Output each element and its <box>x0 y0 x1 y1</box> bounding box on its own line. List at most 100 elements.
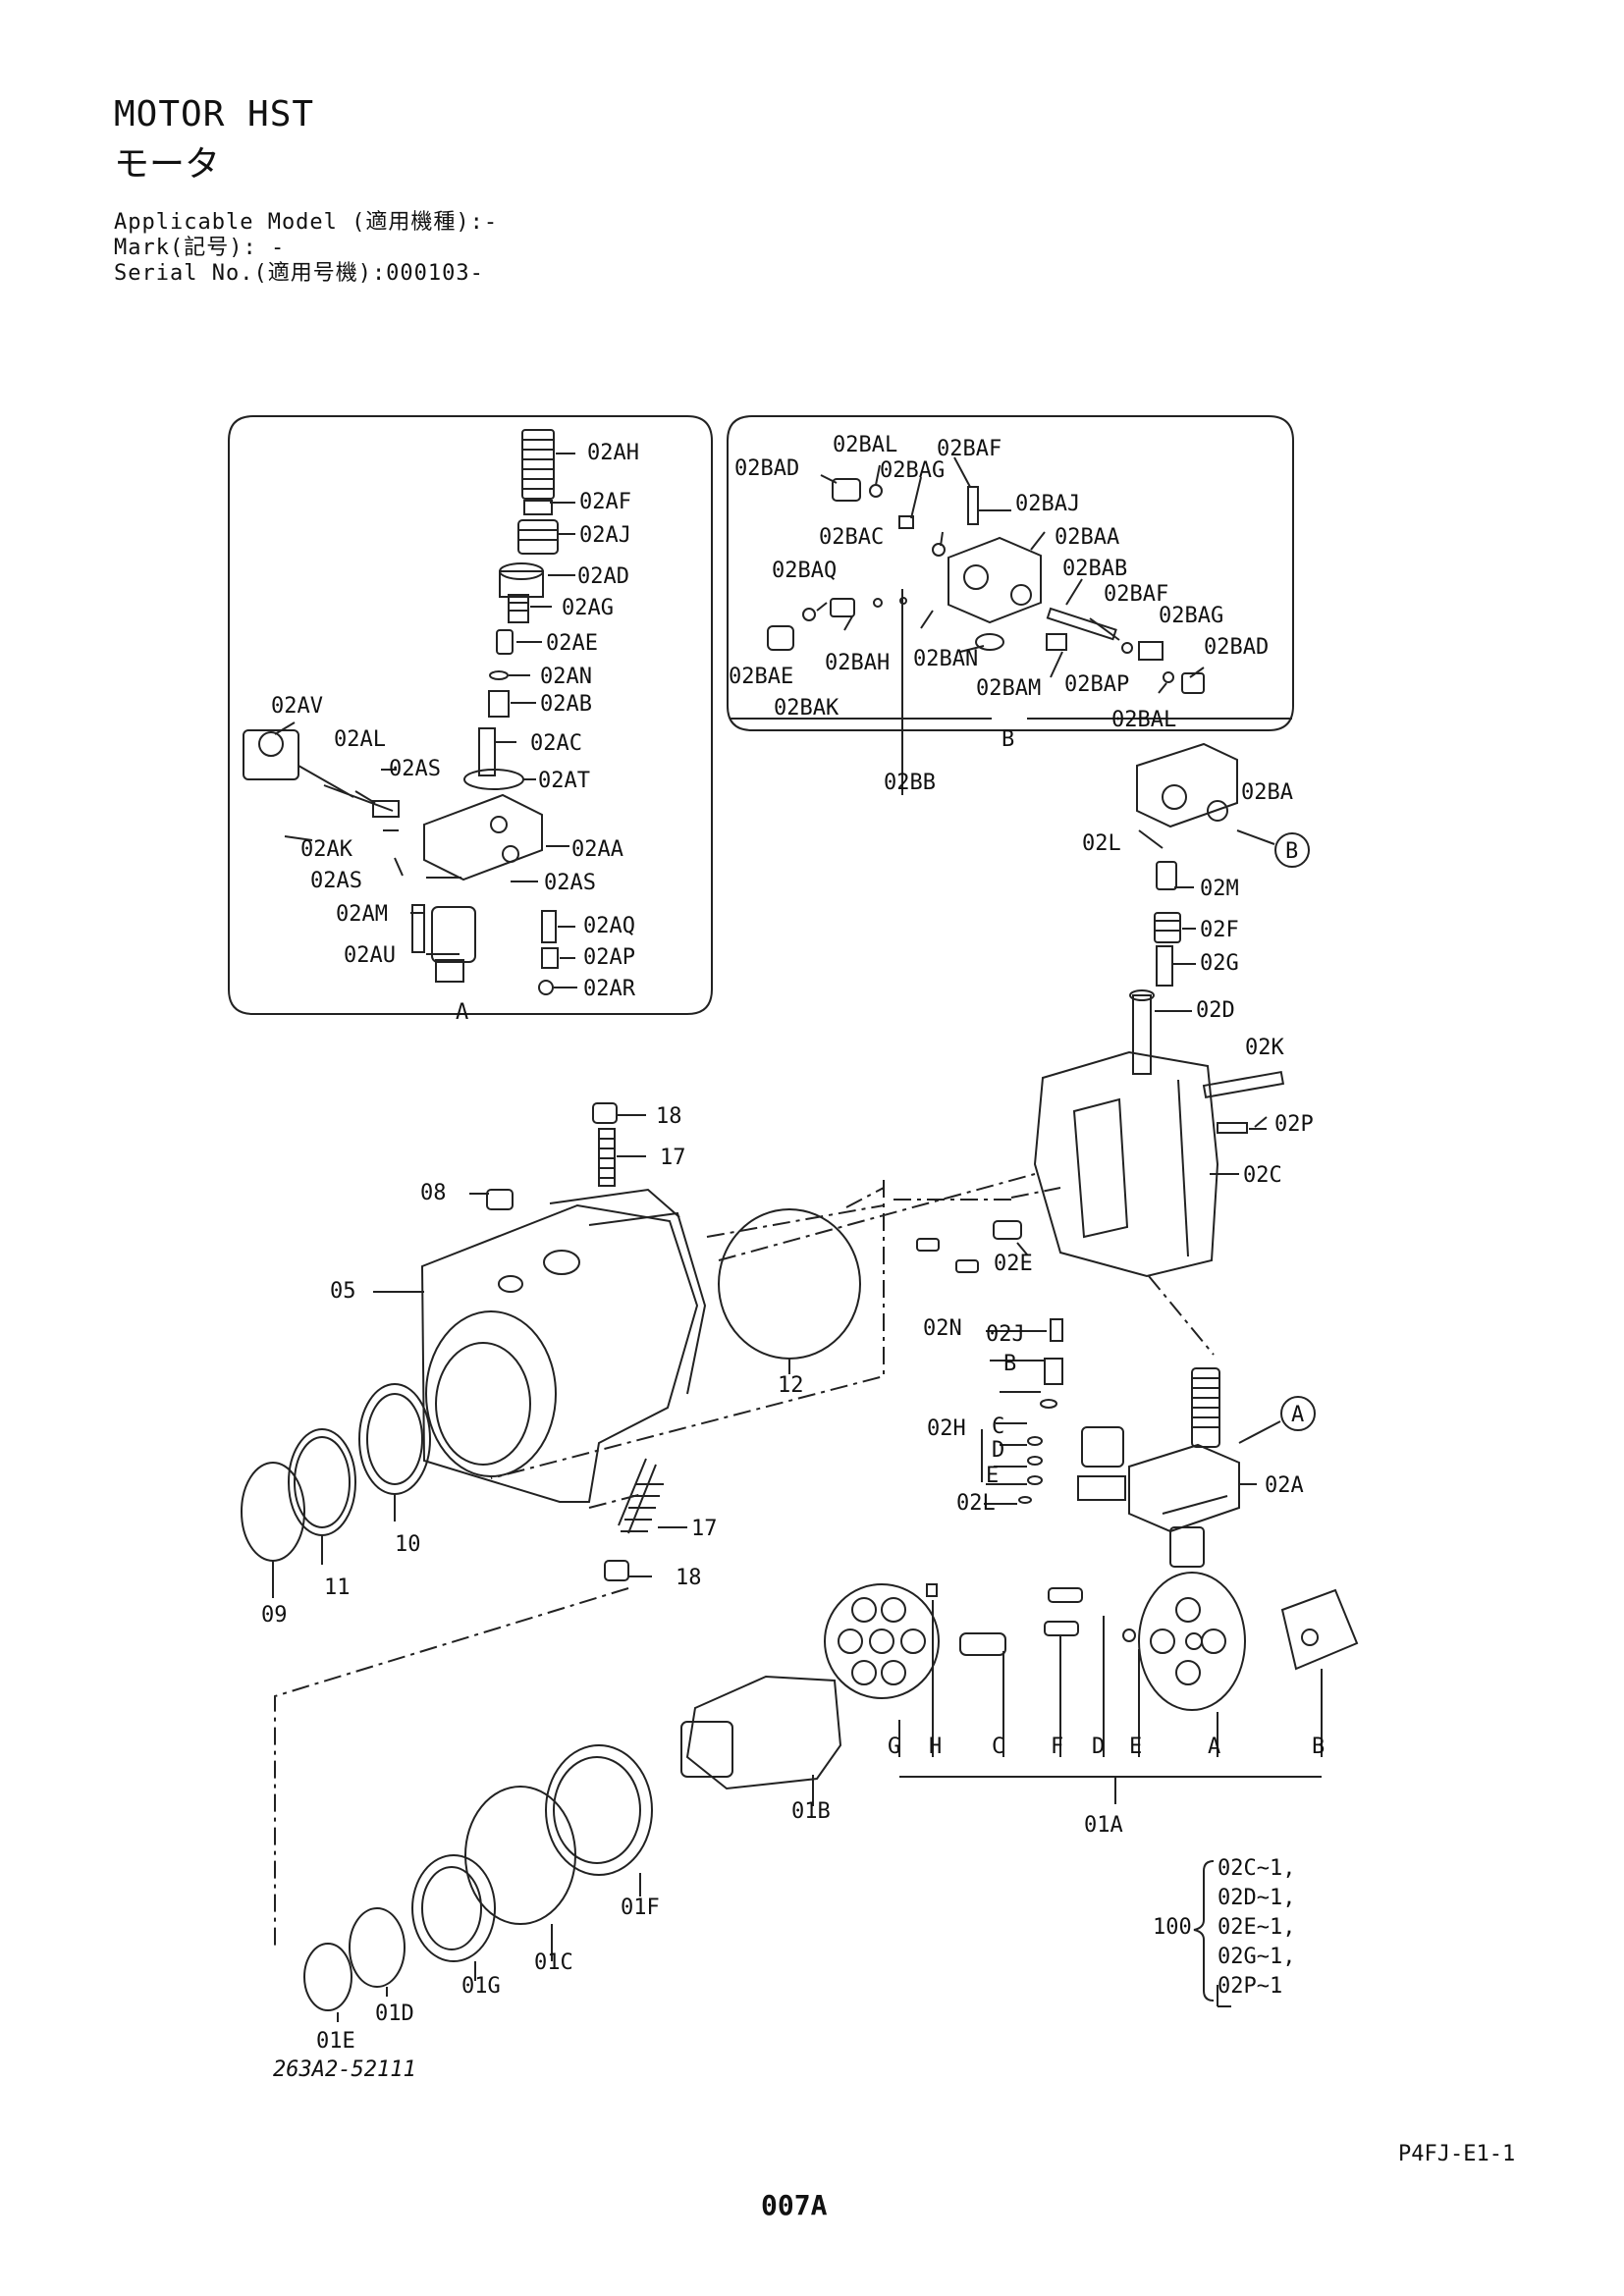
label-01B: 01B <box>791 1799 831 1824</box>
main-assembly-control-valve <box>1018 1318 1240 1568</box>
mark: Mark(記号): - <box>114 236 286 260</box>
label-02A: 02A <box>1265 1473 1304 1498</box>
label-01G: 01G <box>461 1974 501 1999</box>
kit-item-02G: 02G~1, <box>1218 1945 1295 1969</box>
detail-a-label: A <box>456 1000 468 1025</box>
label-02AD: 02AD <box>577 564 629 589</box>
main-assembly-housing <box>241 1102 861 1581</box>
label-02H-C: C <box>992 1415 1004 1439</box>
detail-a-parts <box>243 429 559 995</box>
label-02N: 02N <box>923 1316 962 1341</box>
label-17-top: 17 <box>660 1146 686 1170</box>
label-01A-A: A <box>1208 1735 1220 1759</box>
label-02H-E: E <box>986 1464 999 1488</box>
label-02BAG-top: 02BAG <box>880 458 945 483</box>
label-02BAH: 02BAH <box>825 651 890 675</box>
detail-b-parts <box>767 478 1205 694</box>
main-labels: 02BA 02L 02M 02F 02G 02D 02K 02P 02C 02E… <box>261 780 1325 2054</box>
label-08: 08 <box>420 1181 447 1205</box>
label-01A-D: D <box>1092 1735 1105 1759</box>
label-01A-G: G <box>888 1735 900 1759</box>
label-02L-bottom: 02L <box>956 1491 996 1516</box>
label-02BAF-top: 02BAF <box>937 437 1001 461</box>
label-02AC: 02AC <box>530 731 582 756</box>
label-02AQ: 02AQ <box>583 914 635 938</box>
label-02H-D: D <box>992 1438 1004 1463</box>
label-01A-H: H <box>929 1735 942 1759</box>
serial-number: Serial No.(適用号機):000103- <box>114 261 484 286</box>
label-02H-B: B <box>1003 1352 1016 1376</box>
label-02BAF-right: 02BAF <box>1104 582 1168 607</box>
page-number: 007A <box>761 2189 828 2221</box>
label-02AF: 02AF <box>579 490 631 514</box>
label-02AH: 02AH <box>587 441 639 465</box>
applicable-model: Applicable Model (適用機種):- <box>114 210 499 235</box>
detail-b-frame <box>727 415 1294 731</box>
label-02BAL-top: 02BAL <box>833 433 897 457</box>
title-japanese: モータ <box>114 144 221 185</box>
label-02C: 02C <box>1243 1163 1282 1188</box>
label-02BB: 02BB <box>884 771 936 795</box>
kit-item-02C: 02C~1, <box>1218 1856 1295 1881</box>
label-18-top: 18 <box>656 1104 682 1129</box>
label-02AJ: 02AJ <box>579 523 631 548</box>
main-assembly-rotating-group <box>303 1572 1359 2011</box>
kit-item-02P: 02P~1 <box>1218 1974 1282 1999</box>
detail-a-labels: 02AH 02AF 02AJ 02AD 02AG 02AE 02AN 02AB … <box>271 441 639 1025</box>
label-02BAA: 02BAA <box>1055 525 1119 550</box>
label-02H: 02H <box>927 1416 966 1441</box>
label-02F: 02F <box>1200 918 1239 942</box>
label-02AS-right: 02AS <box>544 871 596 895</box>
label-02E: 02E <box>994 1252 1033 1276</box>
label-02BAQ: 02BAQ <box>772 559 837 583</box>
label-01A-E: E <box>1129 1735 1142 1759</box>
label-02BAL-bottom: 02BAL <box>1111 708 1176 732</box>
detail-b-label: B <box>1001 727 1014 752</box>
label-02AK: 02AK <box>300 837 353 862</box>
label-02AL: 02AL <box>334 727 386 752</box>
label-02AU: 02AU <box>344 943 396 968</box>
label-01A-F: F <box>1051 1735 1063 1759</box>
detail-a-frame <box>228 415 713 1015</box>
detail-b-labels: 02BAL 02BAF 02BAD 02BAG 02BAJ 02BAC 02BA… <box>729 433 1269 795</box>
main-assembly-upper <box>916 742 1285 1278</box>
label-10: 10 <box>395 1532 421 1557</box>
label-02AB: 02AB <box>540 692 592 717</box>
label-02AE: 02AE <box>546 631 598 656</box>
drawing-number: 263A2-52111 <box>273 2057 416 2082</box>
label-01A-C: C <box>992 1735 1004 1759</box>
label-02G: 02G <box>1200 951 1239 976</box>
label-01A-B: B <box>1312 1735 1325 1759</box>
title-english: MOTOR HST <box>114 94 315 134</box>
label-05: 05 <box>330 1279 356 1304</box>
label-02BAN: 02BAN <box>913 647 978 671</box>
label-02BAK: 02BAK <box>774 696 839 721</box>
label-01A: 01A <box>1084 1813 1123 1838</box>
callout-a: A <box>1291 1403 1304 1427</box>
label-01E: 01E <box>316 2029 355 2054</box>
label-01D: 01D <box>375 2002 414 2026</box>
label-01F: 01F <box>621 1896 660 1920</box>
label-02L-top: 02L <box>1082 831 1121 856</box>
label-02D: 02D <box>1196 998 1235 1023</box>
label-02K: 02K <box>1245 1036 1284 1060</box>
kit-item-02D: 02D~1, <box>1218 1886 1295 1910</box>
label-02AM: 02AM <box>336 902 388 927</box>
label-02AR: 02AR <box>583 977 636 1001</box>
label-11: 11 <box>324 1575 351 1600</box>
label-18-bottom: 18 <box>676 1566 702 1590</box>
label-02BAD-left: 02BAD <box>734 456 799 481</box>
label-02AA: 02AA <box>571 837 623 862</box>
label-02AS-left: 02AS <box>310 869 362 893</box>
label-17-bottom: 17 <box>691 1517 718 1541</box>
label-02J: 02J <box>986 1322 1025 1347</box>
label-02AN: 02AN <box>540 665 592 689</box>
label-02AV: 02AV <box>271 694 323 719</box>
label-02AP: 02AP <box>583 945 635 970</box>
label-02BAJ: 02BAJ <box>1015 492 1080 516</box>
label-02M: 02M <box>1200 877 1239 901</box>
label-02BAP: 02BAP <box>1064 672 1129 697</box>
kit-number: 100 <box>1153 1915 1192 1940</box>
sheet-code: P4FJ-E1-1 <box>1398 2142 1516 2166</box>
